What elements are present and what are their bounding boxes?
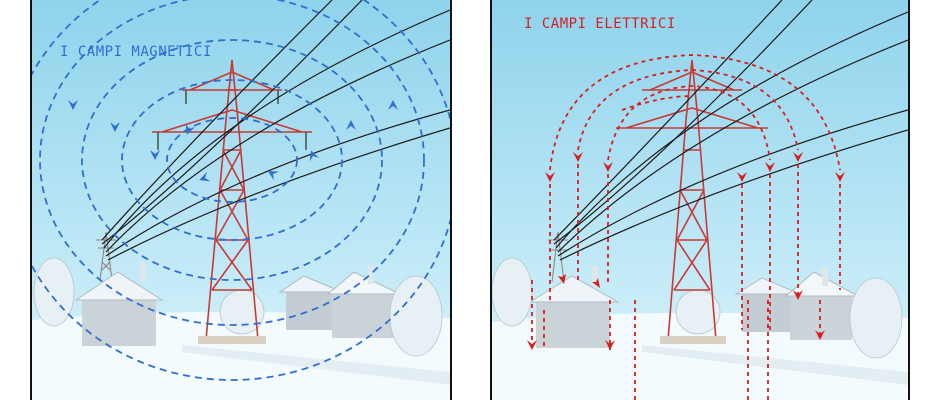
electric-field-illustration <box>492 0 908 400</box>
field-arrows <box>68 100 398 182</box>
house-icon <box>278 266 401 338</box>
distant-pylon-icon <box>96 231 116 281</box>
power-pylon-icon <box>616 59 768 341</box>
electric-field-lines <box>531 54 841 400</box>
snowy-tree-icon <box>492 257 903 359</box>
tower-base <box>198 336 266 344</box>
magnetic-fields-label: I CAMPI MAGNETICI <box>60 44 212 60</box>
snowy-tree-icon <box>33 257 443 357</box>
magnetic-field-illustration <box>32 0 450 400</box>
electric-field-panel: I CAMPI ELETTRICI <box>490 0 910 400</box>
power-lines <box>553 0 908 261</box>
path-track <box>642 345 908 385</box>
magnetic-field-panel: I CAMPI MAGNETICI <box>30 0 452 400</box>
power-lines <box>101 0 450 261</box>
insulators <box>157 90 307 150</box>
house-icon <box>528 266 620 348</box>
distant-pylon-icon <box>548 231 568 283</box>
electric-fields-label: I CAMPI ELETTRICI <box>524 16 676 32</box>
tower-base <box>660 336 726 344</box>
house-icon <box>74 262 164 346</box>
magnetic-field-lines <box>32 0 450 381</box>
field-arrows <box>527 152 845 350</box>
